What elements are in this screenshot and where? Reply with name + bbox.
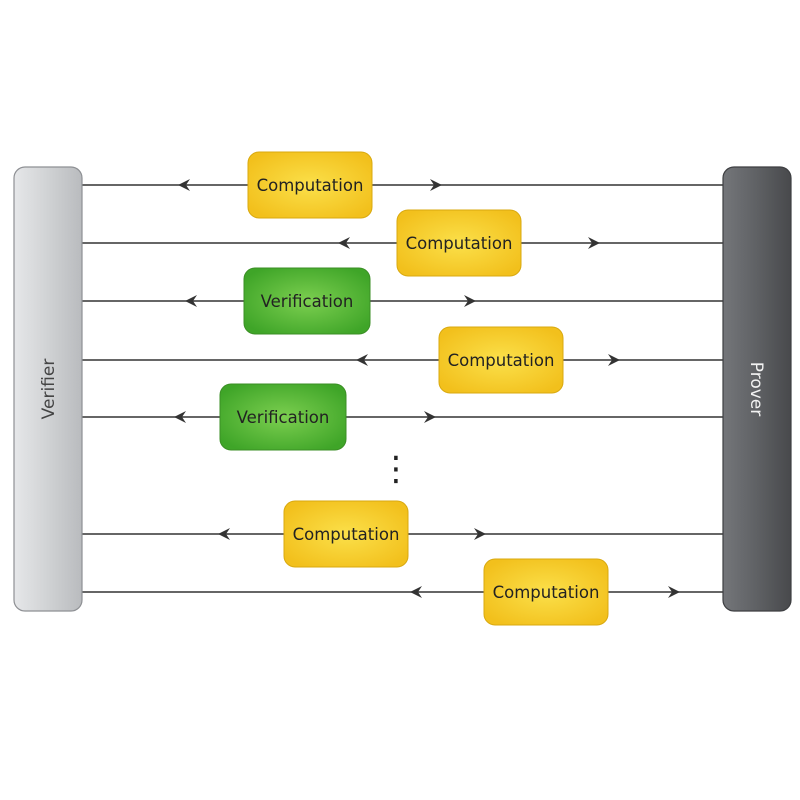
message-lines: [82, 179, 723, 598]
arrow-left-icon: [410, 586, 422, 598]
computation-label: Computation: [448, 351, 555, 370]
prover-bar: Prover: [722, 166, 792, 612]
verifier-bar: Verifier: [13, 166, 83, 612]
computation-box: [396, 209, 522, 277]
computation-label: Computation: [406, 234, 513, 253]
computation-box: [283, 500, 409, 568]
computation-box: [483, 558, 609, 626]
verification-label: Verification: [261, 292, 354, 311]
arrow-left-icon: [185, 295, 197, 307]
prover-label: Prover: [746, 362, 766, 416]
verification-box: [219, 383, 347, 451]
verifier-label: Verifier: [39, 359, 59, 420]
verification-box: [243, 267, 371, 335]
arrow-left-icon: [174, 411, 186, 423]
arrow-right-icon: [588, 237, 600, 249]
arrow-right-icon: [608, 354, 620, 366]
step-boxes: ComputationComputationVerificationComput…: [219, 151, 609, 626]
computation-box: [438, 326, 564, 394]
arrow-left-icon: [218, 528, 230, 540]
computation-label: Computation: [293, 525, 400, 544]
arrow-left-icon: [178, 179, 190, 191]
arrow-left-icon: [356, 354, 368, 366]
ellipsis: ⋮: [379, 449, 413, 489]
computation-label: Computation: [257, 176, 364, 195]
computation-box: [247, 151, 373, 219]
arrow-right-icon: [430, 179, 442, 191]
arrow-right-icon: [464, 295, 476, 307]
arrow-right-icon: [474, 528, 486, 540]
arrow-left-icon: [338, 237, 350, 249]
computation-label: Computation: [493, 583, 600, 602]
arrow-right-icon: [424, 411, 436, 423]
verification-label: Verification: [237, 408, 330, 427]
arrow-right-icon: [668, 586, 680, 598]
